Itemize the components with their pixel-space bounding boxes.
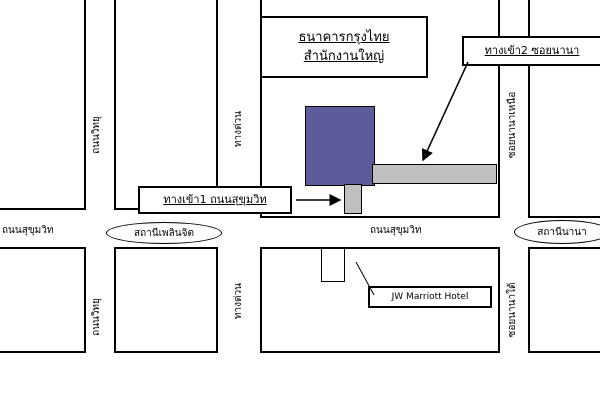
bank-title-box: ธนาคารกรุงไทย สำนักงานใหญ่ xyxy=(260,16,428,78)
bank-name-label: ธนาคารกรุงไทย xyxy=(298,30,390,45)
sukhumvit-road-label-left: ถนนสุขุมวิท xyxy=(2,225,54,236)
block-top-far-left xyxy=(0,0,86,210)
jw-marriott-building xyxy=(321,248,345,282)
sukhumvit-road-label-center: ถนนสุขุมวิท xyxy=(370,225,422,236)
jw-marriott-label-box: JW Marriott Hotel xyxy=(368,286,492,308)
entrance-1-label: ทางเข้า1 ถนนสุขุมวิท xyxy=(163,193,267,206)
block-bottom-far-left xyxy=(0,247,86,353)
entrance-2-arrow xyxy=(421,61,469,162)
block-bottom-left xyxy=(114,247,218,353)
bank-office-label: สำนักงานใหญ่ xyxy=(303,49,385,64)
entrance-2-label: ทางเข้า2 ซอยนานา xyxy=(484,44,580,57)
entrance-1-building xyxy=(344,184,362,214)
jw-marriott-label: JW Marriott Hotel xyxy=(391,292,469,302)
block-bottom-right xyxy=(528,247,600,353)
ploenchit-station-label: สถานีเพลินจิต xyxy=(134,227,194,239)
block-top-left xyxy=(114,0,218,210)
ploenchit-station: สถานีเพลินจิต xyxy=(106,222,222,244)
bank-building xyxy=(305,106,375,186)
nana-station: สถานีนานา xyxy=(514,220,600,244)
entrance-2-label-box: ทางเข้า2 ซอยนานา xyxy=(462,36,600,66)
entrance-2-building xyxy=(372,164,497,184)
jw-marriott-leader xyxy=(355,261,375,296)
nana-station-label: สถานีนานา xyxy=(537,226,587,238)
entrance-1-label-box: ทางเข้า1 ถนนสุขุมวิท xyxy=(138,186,292,214)
